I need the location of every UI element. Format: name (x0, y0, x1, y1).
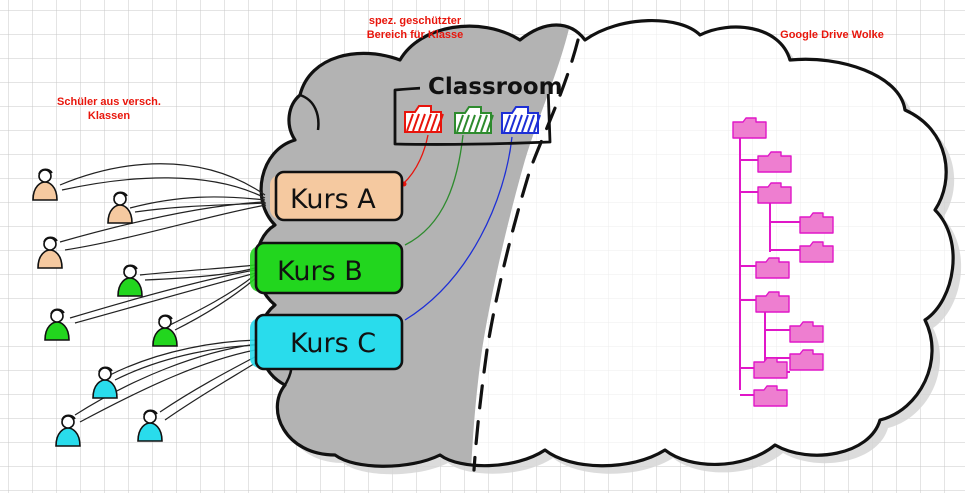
tree-branches (740, 159, 758, 396)
folder-icon (732, 117, 767, 139)
students-caption-line1: Schüler aus versch. (57, 96, 161, 108)
course-links (402, 134, 513, 321)
classroom-folders (404, 105, 541, 134)
folder-icon (757, 151, 792, 173)
classroom-title: Classroom (428, 74, 563, 100)
folder-icon (757, 182, 792, 204)
folder-icon (501, 106, 541, 134)
students-group (32, 168, 178, 447)
drive-cloud-caption: Google Drive Wolke (780, 29, 884, 41)
folder-icon (753, 357, 788, 379)
student-lines (59, 163, 269, 423)
folder-icon (753, 385, 788, 407)
person-icon (117, 264, 143, 297)
person-icon (32, 168, 58, 201)
course-frame (254, 313, 404, 371)
folder-icon (755, 291, 790, 313)
drive-folder-tree (732, 117, 834, 407)
person-icon (55, 414, 81, 447)
folder-icon (799, 241, 834, 263)
folder-icon (799, 212, 834, 234)
courses-group: Kurs A Kurs B Kurs C (250, 170, 404, 371)
person-icon (92, 366, 118, 399)
course-label: Kurs B (277, 256, 363, 287)
course-label: Kurs C (290, 328, 376, 359)
course-frame (254, 241, 404, 295)
course-label: Kurs A (290, 184, 376, 215)
students-caption: Schüler aus versch. Klassen (54, 96, 164, 124)
folder-icon (755, 257, 790, 279)
cloud-inner-curl-top (299, 93, 320, 131)
tree-sub-branch-2 (764, 308, 790, 373)
person-icon (107, 191, 133, 224)
course-frame (274, 170, 404, 222)
classroom-box: Classroom (393, 70, 563, 146)
person-icon (137, 409, 163, 442)
folder-icon (454, 106, 494, 134)
protected-caption-line1: spez. geschützter (368, 15, 462, 27)
classroom-title-backdrop (420, 70, 550, 94)
person-icon (44, 308, 70, 341)
protected-area-border (472, 38, 580, 472)
folder-icon (789, 349, 824, 371)
students-caption-line2: Klassen (87, 109, 131, 122)
person-icon (152, 314, 178, 347)
folder-icon (789, 321, 824, 343)
person-icon (37, 236, 63, 269)
protected-area-caption: spez. geschützter Bereich für Klasse (355, 15, 475, 43)
course-box-1: Kurs A (270, 170, 404, 222)
folder-icon (404, 105, 444, 133)
course-box-2: Kurs B (250, 241, 404, 295)
protected-caption-line2: Bereich für Klasse (366, 28, 464, 41)
course-box-3: Kurs C (250, 313, 404, 371)
tree-sub-branch-1 (769, 200, 802, 252)
